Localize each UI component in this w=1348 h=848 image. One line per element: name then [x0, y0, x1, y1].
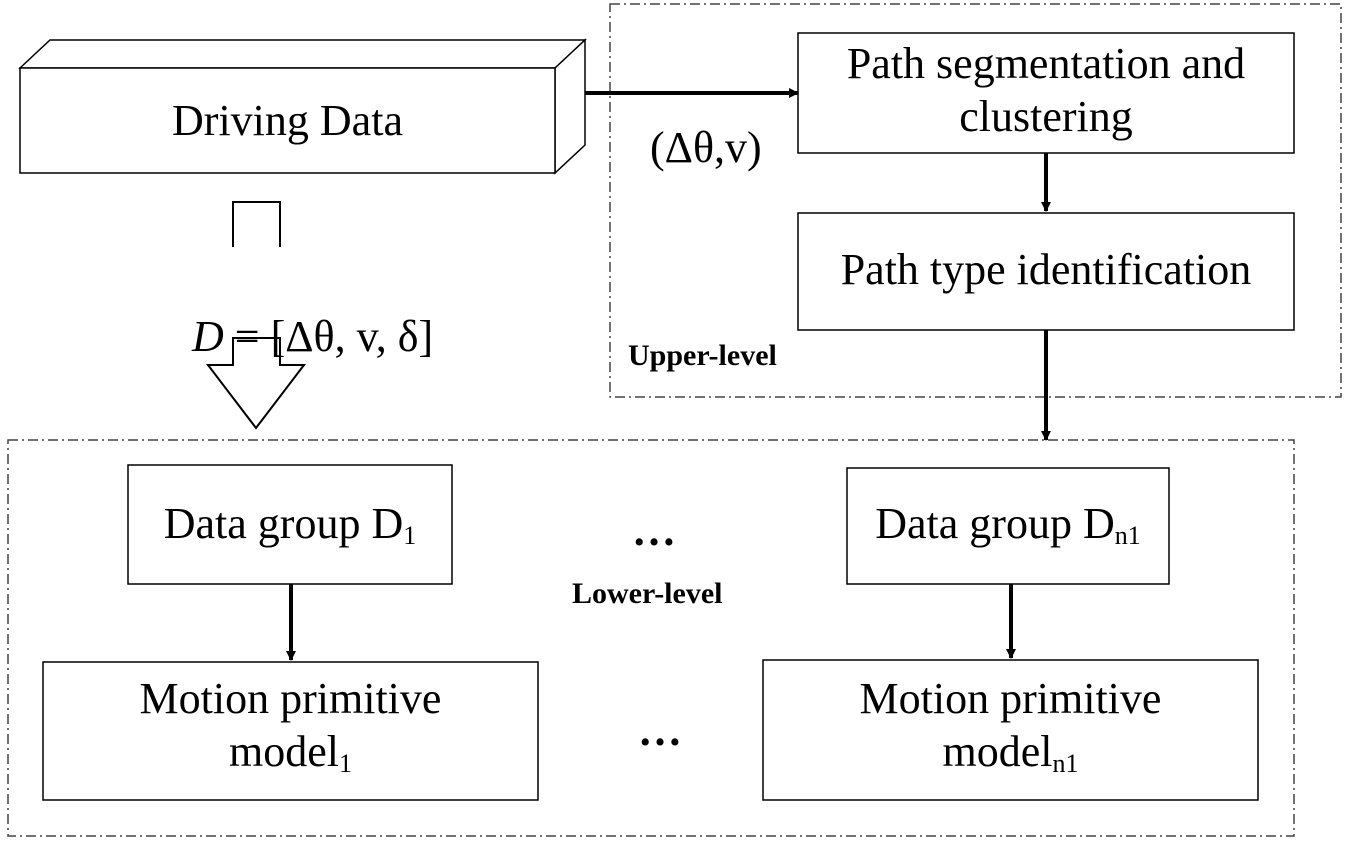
path-segmentation-line1: Path segmentation and — [846, 39, 1246, 88]
motion-model-1-line1: Motion primitive — [139, 674, 442, 723]
ellipsis-upper: … — [632, 506, 680, 555]
motion-model-1-line2: model1 — [43, 726, 538, 779]
motion-model-n-text: model — [942, 726, 1053, 776]
motion-model-n-line2: modeln1 — [763, 726, 1258, 779]
motion-model-n-label: Motion primitive modeln1 — [763, 673, 1258, 779]
path-segmentation-box — [797, 32, 1295, 154]
hollow-arrow-top — [232, 201, 281, 247]
data-group-1-text: Data group D — [163, 499, 404, 548]
motion-model-1-label: Motion primitive model1 — [43, 673, 538, 779]
motion-model-1-box — [42, 661, 539, 801]
path-segmentation-line2: clustering — [959, 91, 1133, 141]
formula-lhs: D — [192, 311, 224, 361]
motion-model-n-line1: Motion primitive — [859, 674, 1162, 723]
formula-rhs: = [Δθ, v, δ] — [223, 311, 434, 361]
data-group-1-box — [127, 464, 453, 585]
ellipsis-lower: … — [638, 706, 686, 755]
hollow-arrow-bottom — [205, 337, 307, 430]
data-group-n-subscript: n1 — [1114, 521, 1141, 550]
data-group-1-subscript: 1 — [403, 521, 417, 550]
path-type-label: Path type identification — [840, 245, 1252, 294]
lower-level-region — [7, 439, 1295, 837]
upper-level-region — [609, 3, 1342, 398]
motion-model-n-box — [762, 659, 1259, 801]
data-group-n-text: Data group D — [875, 499, 1115, 548]
path-segmentation-label: Path segmentation and clustering — [798, 38, 1294, 144]
lower-level-label: Lower-level — [572, 577, 723, 610]
motion-model-n-subscript: n1 — [1052, 748, 1079, 778]
upper-level-label: Upper-level — [628, 339, 777, 372]
motion-model-1-subscript: 1 — [338, 748, 352, 778]
driving-data-box — [18, 38, 587, 175]
feature-formula: D = [Δθ, v, δ] — [148, 258, 433, 416]
data-group-1-label: Data group D1 — [128, 498, 452, 551]
driving-data-label: Driving Data — [172, 96, 403, 145]
path-type-box — [797, 212, 1295, 331]
data-group-n-label: Data group Dn1 — [847, 498, 1169, 551]
arrow-input-label: (Δθ,v) — [650, 123, 762, 172]
data-group-n-box — [846, 467, 1170, 585]
motion-model-1-text: model — [229, 726, 339, 776]
